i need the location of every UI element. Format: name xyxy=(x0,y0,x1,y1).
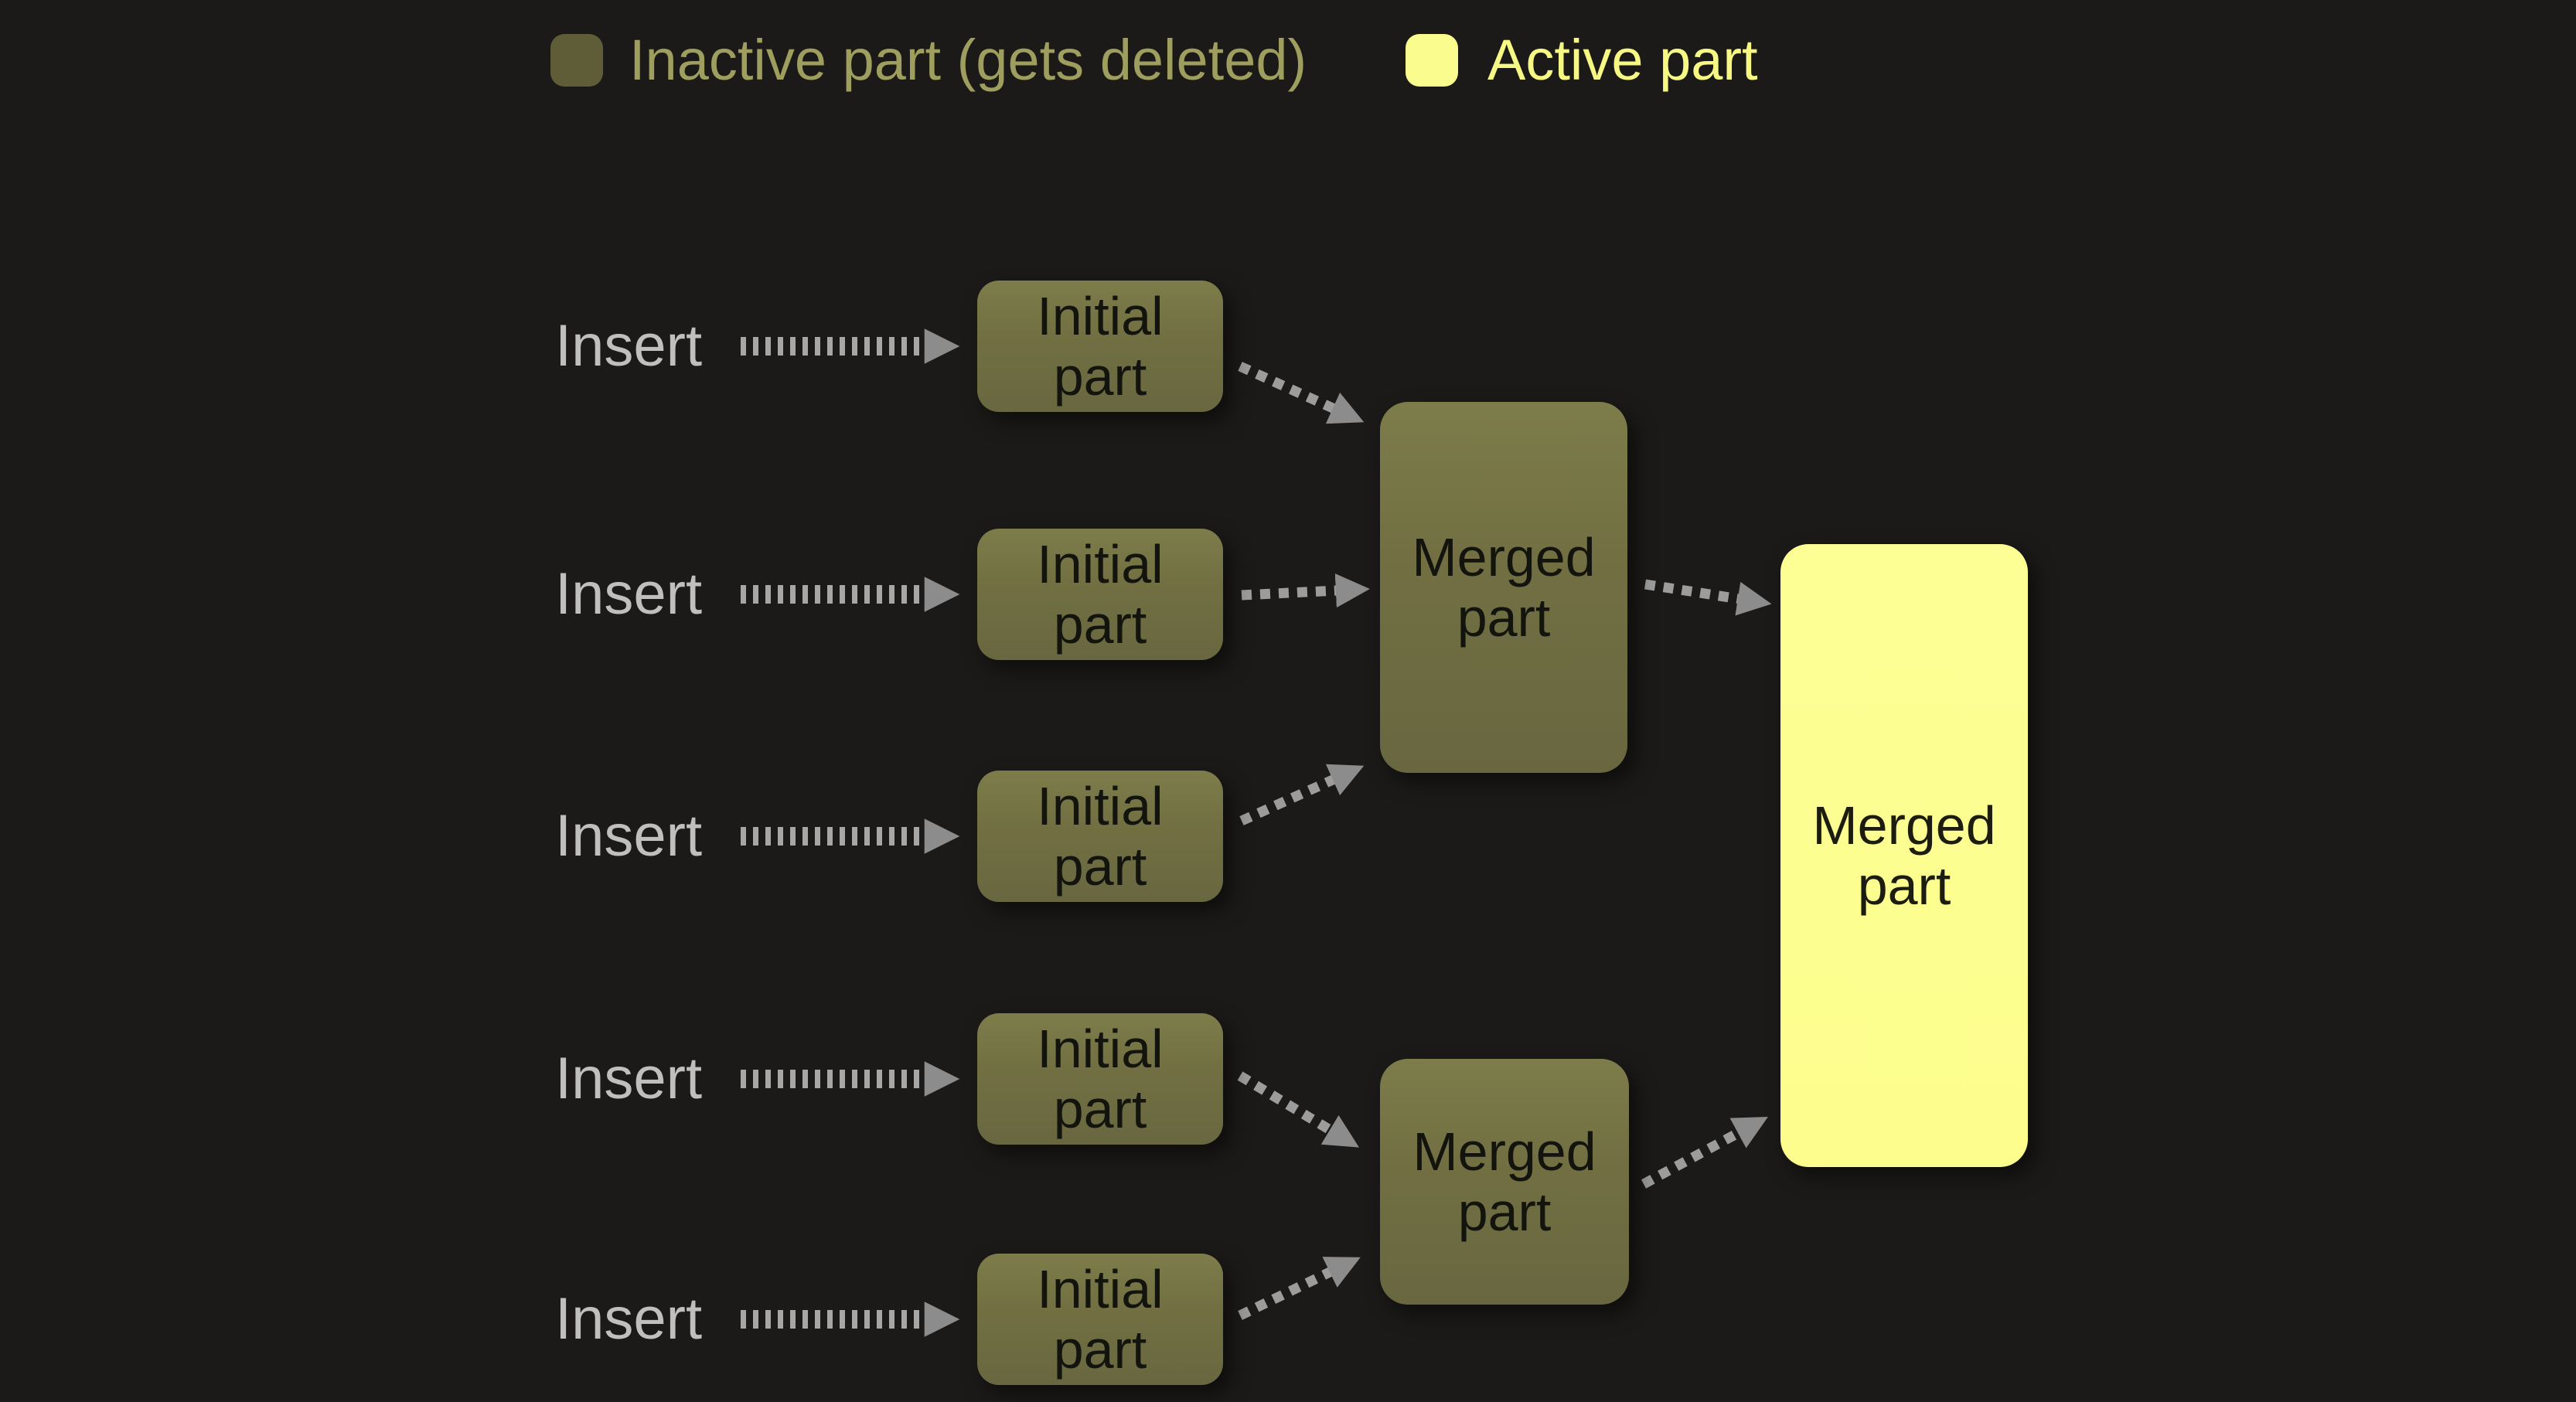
node-label-line: Merged xyxy=(1412,1121,1596,1182)
legend-label-active: Active part xyxy=(1487,28,1758,92)
insert-label-5: Insert xyxy=(555,1286,703,1352)
node-label-line: Merged xyxy=(1812,795,1996,856)
node-label-line: part xyxy=(1053,594,1147,655)
insert-label-3: Insert xyxy=(555,803,703,869)
arrow-initial4-to-mergedB xyxy=(1237,1071,1359,1148)
insert-label-4: Insert xyxy=(555,1046,703,1111)
node-label-line: part xyxy=(1857,856,1951,916)
initial-part-node-5: Initial part xyxy=(977,1254,1223,1385)
node-label-line: part xyxy=(1053,836,1147,897)
node-label-line: Initial xyxy=(1037,1019,1164,1079)
initial-part-node-4: Initial part xyxy=(977,1013,1223,1145)
initial-part-node-1: Initial part xyxy=(977,281,1223,412)
node-label-line: part xyxy=(1053,1079,1147,1139)
arrow-initial5-to-mergedB xyxy=(1238,1257,1361,1320)
node-label-line: Initial xyxy=(1037,534,1164,594)
initial-part-node-2: Initial part xyxy=(977,529,1223,660)
merged-part-node-a: Merged part xyxy=(1380,402,1627,773)
merged-part-node-final-active: Merged part xyxy=(1780,544,2028,1167)
arrow-mergedA-to-final xyxy=(1644,579,1772,616)
arrow-initial3-to-mergedA xyxy=(1239,764,1365,825)
arrow-initial1-to-mergedA xyxy=(1238,362,1365,424)
merged-part-node-b: Merged part xyxy=(1380,1059,1629,1305)
insert-label-2: Insert xyxy=(555,561,703,627)
node-label-line: part xyxy=(1457,1182,1552,1242)
node-label-line: part xyxy=(1457,587,1551,648)
node-label-line: Initial xyxy=(1037,286,1164,346)
node-label-line: Initial xyxy=(1037,776,1164,836)
active-part-swatch-icon xyxy=(1406,34,1458,87)
arrow-initial2-to-mergedA xyxy=(1241,573,1370,608)
legend-label-inactive: Inactive part (gets deleted) xyxy=(629,28,1307,92)
arrow-mergedB-to-final xyxy=(1641,1117,1768,1189)
node-label-line: part xyxy=(1053,346,1147,407)
inactive-part-swatch-icon xyxy=(550,34,603,87)
node-label-line: Initial xyxy=(1037,1259,1164,1319)
insert-label-1: Insert xyxy=(555,313,703,379)
node-label-line: Merged xyxy=(1412,527,1596,587)
node-label-line: part xyxy=(1053,1319,1147,1380)
initial-part-node-3: Initial part xyxy=(977,771,1223,902)
